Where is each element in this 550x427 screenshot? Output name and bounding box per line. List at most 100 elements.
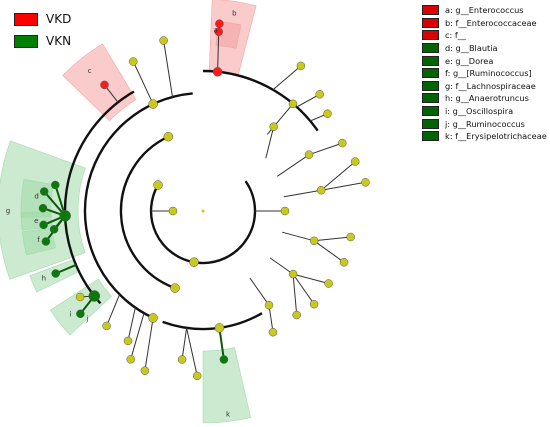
node-30 — [338, 138, 347, 148]
node-36 — [309, 299, 319, 309]
clade-letter-h: h — [42, 275, 46, 283]
taxa-legend-entry-d: d: g__Blautia — [422, 42, 547, 55]
cladogram-nodes — [38, 19, 370, 381]
taxa-legend-entry-g: g: f__Lachnospiraceae — [422, 80, 547, 93]
clade-letter-i: i — [70, 310, 72, 318]
vkn-label: VKN — [46, 34, 72, 48]
node-38 — [264, 300, 274, 310]
root-node — [201, 209, 205, 213]
legend-entry-vkd: VKD — [14, 10, 71, 28]
branch-segment-23 — [181, 327, 188, 360]
taxa-label-h: h: g__Anaerotruncus — [445, 93, 529, 104]
clade-letter-c: c — [88, 67, 92, 75]
taxa-legend-entry-j: j: g__Ruminococcus — [422, 117, 547, 130]
node-18 — [102, 321, 111, 331]
taxa-legend-entry-f: f: g__[Ruminococcus] — [422, 67, 547, 80]
node-25 — [316, 185, 326, 195]
branch-segment-21 — [144, 317, 154, 371]
clade-letter-j: j — [85, 315, 88, 323]
branch-segment-20 — [130, 313, 145, 360]
branch-arc-5 — [63, 90, 135, 305]
node-3 — [215, 19, 224, 28]
taxa-swatch-e — [422, 55, 439, 66]
taxa-legend-entry-e: e: g__Dorea — [422, 54, 547, 67]
node-34 — [288, 269, 298, 279]
branch-segment-33 — [313, 240, 345, 263]
node-17 — [75, 292, 85, 302]
taxa-swatch-a — [422, 5, 439, 16]
node-14 — [49, 225, 59, 234]
node-6 — [323, 109, 332, 118]
branch-segment-38 — [249, 277, 270, 306]
taxa-label-c: c: f__ — [445, 30, 466, 41]
taxa-swatch-g — [422, 80, 439, 91]
branch-segment-31 — [282, 231, 315, 242]
branch-segment-35 — [292, 273, 329, 284]
node-37 — [292, 310, 301, 320]
node-20 — [126, 355, 135, 364]
node-8 — [100, 80, 109, 90]
node-1 — [159, 36, 168, 45]
vkd-swatch — [14, 12, 38, 26]
node-12 — [41, 237, 51, 246]
taxa-label-g: g: f__Lachnospiraceae — [445, 80, 536, 91]
clade-shade-c — [62, 43, 137, 122]
node-29 — [350, 157, 360, 166]
taxa-swatch-j — [422, 118, 439, 129]
branch-segment-30 — [308, 142, 343, 156]
node-33 — [339, 258, 349, 267]
hub-node-9 — [148, 313, 158, 323]
taxa-label-b: b: f__Enterococcaceae — [445, 17, 537, 28]
taxa-legend-entry-i: i: g__Oscillospira — [422, 105, 547, 118]
branch-segment-37 — [292, 274, 298, 316]
node-31 — [309, 236, 319, 246]
branch-segment-28 — [321, 181, 366, 191]
taxa-swatch-b — [422, 17, 439, 28]
branch-segment-1 — [163, 40, 173, 98]
hub-node-8 — [189, 257, 199, 267]
taxa-swatch-i — [422, 106, 439, 117]
node-40 — [280, 206, 290, 216]
node-7 — [288, 99, 298, 109]
branch-arc-2 — [119, 135, 176, 290]
hub-node-4 — [214, 323, 225, 333]
branch-segment-32 — [314, 236, 351, 242]
node-9 — [39, 187, 49, 196]
taxa-label-k: k: f__Erysipelotrichaceae — [445, 131, 547, 142]
node-23 — [177, 355, 187, 364]
node-28 — [361, 178, 370, 187]
node-10 — [38, 203, 48, 213]
group-legend: VKD VKN — [14, 10, 71, 54]
taxa-label-j: j: g__Ruminococcus — [445, 118, 525, 129]
vkd-label: VKD — [46, 12, 72, 26]
taxa-label-d: d: g__Blautia — [445, 43, 498, 54]
branch-segment-29 — [320, 161, 356, 191]
taxa-swatch-h — [422, 93, 439, 104]
taxa-swatch-f — [422, 68, 439, 79]
branch-segment-24 — [186, 327, 198, 377]
hub-node-2 — [59, 210, 71, 222]
clade-letter-a: a — [213, 26, 217, 34]
clade-letter-b: b — [232, 10, 237, 18]
clade-shade-i — [49, 278, 113, 336]
clade-letter-k: k — [226, 411, 231, 419]
taxa-swatch-k — [422, 131, 439, 142]
node-5 — [315, 90, 324, 99]
branch-segment-34 — [269, 257, 294, 275]
clade-letter-d: d — [34, 192, 38, 200]
branch-arc-1 — [195, 180, 257, 265]
hub-node-6 — [170, 283, 180, 293]
node-19 — [123, 336, 133, 346]
node-22 — [219, 355, 229, 364]
clade-shade-k — [202, 347, 252, 424]
taxa-legend-entry-a: a: g__Enterococcus — [422, 4, 547, 17]
hub-node-5 — [163, 131, 174, 142]
branch-segment-0 — [132, 61, 154, 105]
taxa-swatch-d — [422, 43, 439, 54]
clade-letter-g: g — [6, 207, 10, 215]
branch-segment-22 — [218, 327, 225, 360]
branch-arc-4 — [162, 312, 263, 331]
branch-arc-0 — [149, 184, 195, 264]
taxa-legend-entry-c: c: f__ — [422, 29, 547, 42]
